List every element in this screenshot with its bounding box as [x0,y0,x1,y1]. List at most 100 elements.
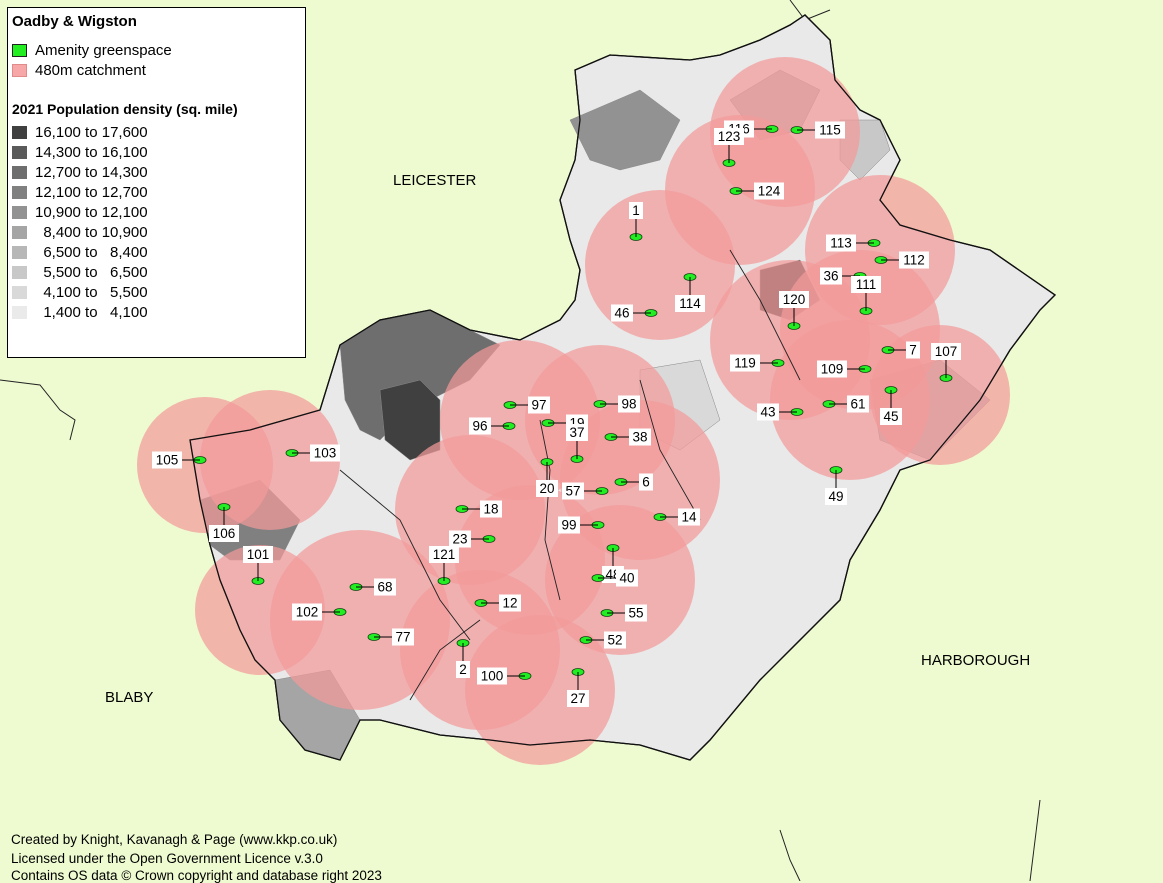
greenspace-site-57[interactable]: 57 [562,482,609,500]
site-label-box [611,304,633,322]
borough-outline [189,14,1057,761]
density-class-row: 8,400 to 10,900 [12,223,148,241]
density-swatch [12,225,27,239]
site-label: 37 [569,425,584,440]
greenspace-site-98[interactable]: 98 [593,395,640,413]
greenspace-site-55[interactable]: 55 [600,604,647,622]
greenspace-site-38[interactable]: 38 [604,428,651,446]
site-label: 23 [452,532,467,547]
greenspace-site-121[interactable]: 121 [429,546,459,585]
greenspace-site-107[interactable]: 107 [931,343,961,382]
site-label: 123 [718,129,741,144]
greenspace-site-113[interactable]: 113 [826,234,881,252]
site-label-box [566,424,588,441]
greenspace-site-46[interactable]: 46 [611,304,658,322]
greenspace-site-1[interactable]: 1 [629,202,643,241]
greenspace-site-115[interactable]: 115 [790,121,845,139]
density-class-row: 12,700 to 14,300 [12,163,148,181]
site-label: 68 [377,580,392,595]
site-label: 102 [296,605,319,620]
site-label: 27 [570,691,585,706]
site-label-box [906,341,920,359]
site-label: 40 [619,571,634,586]
site-label: 112 [903,253,925,268]
greenspace-site-101[interactable]: 101 [243,546,273,585]
site-label: 38 [632,430,647,445]
greenspace-site-52[interactable]: 52 [579,631,626,649]
greenspace-site-99[interactable]: 99 [558,516,605,534]
density-class-row: 14,300 to 16,100 [12,143,148,161]
greenspace-site-20[interactable]: 20 [536,458,558,498]
site-label: 121 [433,547,456,562]
greenspace-site-102[interactable]: 102 [292,603,347,621]
density-class-label: 16,100 to 17,600 [35,123,148,141]
site-label: 57 [565,484,580,499]
site-label: 61 [850,397,865,412]
site-label-box [499,594,521,612]
site-label-box [815,121,845,139]
site-label-box [754,182,784,200]
greenspace-site-12[interactable]: 12 [474,594,521,612]
site-label-box [675,295,705,312]
greenspace-site-120[interactable]: 120 [779,291,809,330]
greenspace-site-45[interactable]: 45 [880,386,902,426]
greenspace-site-119[interactable]: 119 [730,354,785,372]
site-label: 77 [395,630,410,645]
site-label: 96 [472,419,487,434]
site-label: 7 [909,343,917,358]
site-label-box [678,508,700,526]
greenspace-site-77[interactable]: 77 [367,628,414,646]
ward-boundaries [339,249,801,701]
site-label: 119 [734,356,756,371]
site-label-box [757,403,779,421]
site-label-box [292,603,322,621]
greenspace-site-103[interactable]: 103 [285,444,340,462]
site-label: 107 [935,344,958,359]
greenspace-site-68[interactable]: 68 [349,578,396,596]
density-swatch [12,125,27,139]
site-label: 99 [561,518,576,533]
greenspace-site-109[interactable]: 109 [817,360,872,378]
density-class-row: 6,500 to 8,400 [12,243,148,261]
density-class-row: 12,100 to 12,700 [12,183,148,201]
greenspace-site-124[interactable]: 124 [729,182,784,200]
greenspace-site-123[interactable]: 123 [714,128,744,167]
greenspace-site-49[interactable]: 49 [825,466,847,506]
greenspace-site-96[interactable]: 96 [469,417,516,435]
greenspace-site-6[interactable]: 6 [614,473,653,491]
greenspace-site-97[interactable]: 97 [503,396,550,414]
greenspace-site-111[interactable]: 111 [851,276,881,315]
density-class-label: 5,500 to 6,500 [35,263,148,281]
site-label: 97 [531,398,546,413]
greenspace-site-112[interactable]: 112 [874,251,929,269]
site-label-box [618,395,640,413]
legend-item-catchment: 480m catchment [12,61,146,79]
greenspace-site-40[interactable]: 40 [591,569,638,587]
greenspace-site-105[interactable]: 105 [152,451,207,469]
site-label: 111 [856,277,877,292]
greenspace-site-2[interactable]: 2 [456,639,470,679]
site-label-box [456,661,470,678]
greenspace-site-100[interactable]: 100 [477,667,532,685]
credit-os-data: Contains OS data © Crown copyright and d… [11,868,382,883]
greenspace-site-43[interactable]: 43 [757,403,804,421]
greenspace-site-7[interactable]: 7 [881,341,920,359]
density-swatch [12,285,27,299]
site-label: 109 [821,362,844,377]
greenspace-site-23[interactable]: 23 [449,530,496,548]
site-label-box [931,343,961,360]
greenspace-site-14[interactable]: 14 [653,508,700,526]
density-class-row: 1,400 to 4,100 [12,303,148,321]
greenspace-site-61[interactable]: 61 [822,395,869,413]
greenspace-site-37[interactable]: 37 [566,424,588,463]
density-class-label: 12,100 to 12,700 [35,183,148,201]
greenspace-site-27[interactable]: 27 [567,668,589,708]
site-label: 105 [156,453,179,468]
site-label-box [536,480,558,497]
greenspace-site-106[interactable]: 106 [209,503,239,543]
site-label: 36 [823,269,838,284]
greenspace-site-114[interactable]: 114 [675,273,705,313]
density-class-label: 6,500 to 8,400 [35,243,148,261]
greenspace-site-18[interactable]: 18 [455,500,502,518]
